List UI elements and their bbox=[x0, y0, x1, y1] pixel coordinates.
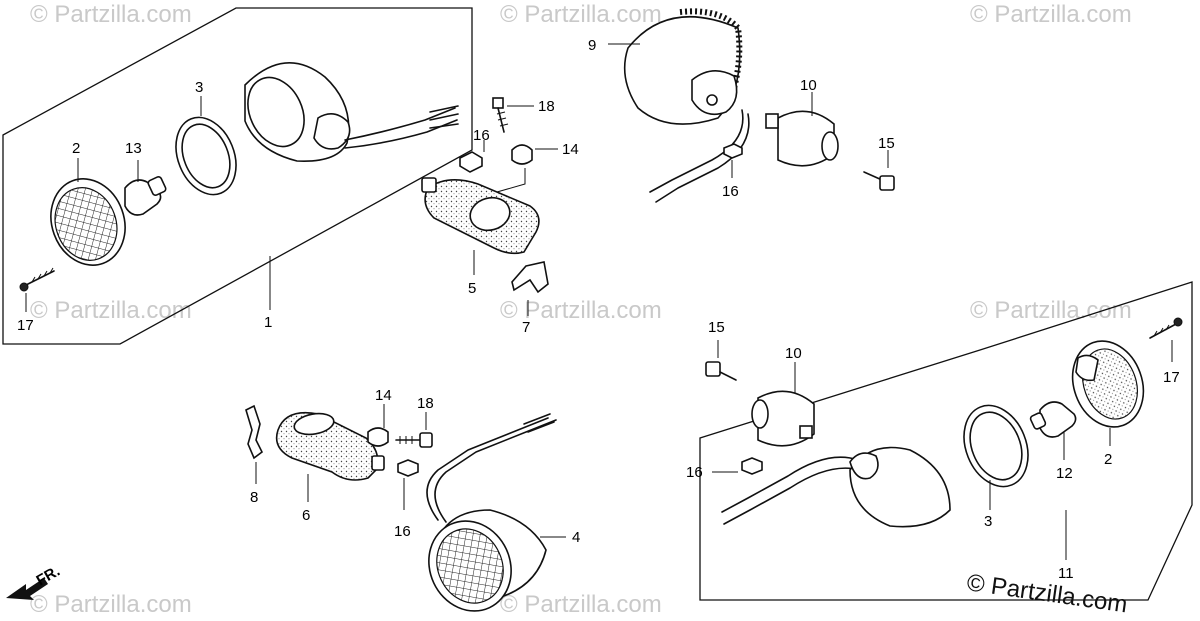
relay-part-10-bottom[interactable] bbox=[751, 390, 815, 447]
callout-15b: 15 bbox=[708, 319, 725, 336]
callout-10b: 10 bbox=[785, 345, 802, 362]
wire-harness-top-left bbox=[344, 105, 459, 149]
callout-16c: 16 bbox=[686, 464, 703, 481]
callout-13: 13 bbox=[125, 140, 142, 157]
callout-3: 3 bbox=[195, 79, 203, 96]
callout-16: 16 bbox=[473, 127, 490, 144]
leader-bracket-link bbox=[496, 168, 526, 193]
nut-part-16-top[interactable] bbox=[459, 151, 483, 173]
relay-part-10-top[interactable] bbox=[765, 110, 839, 167]
mount-bracket-part-6[interactable] bbox=[275, 411, 385, 481]
bulb-part-12[interactable] bbox=[1029, 401, 1077, 438]
callout-7: 7 bbox=[522, 319, 530, 336]
bolt-part-18-bottom[interactable] bbox=[395, 432, 433, 448]
watermark: © Partzilla.com bbox=[500, 1, 662, 28]
callout-16b: 16 bbox=[722, 183, 739, 200]
callout-4: 4 bbox=[572, 529, 580, 546]
callout-14b: 14 bbox=[375, 387, 392, 404]
callout-12: 12 bbox=[1056, 465, 1073, 482]
screw-part-17-right[interactable] bbox=[1149, 317, 1183, 339]
watermark: © Partzilla.com bbox=[970, 297, 1132, 324]
rear-housing-bottom-right[interactable] bbox=[849, 446, 951, 528]
grommet-part-14-top[interactable] bbox=[511, 144, 533, 165]
copyright-text: © Partzilla.com bbox=[965, 569, 1129, 618]
callout-6: 6 bbox=[302, 507, 310, 524]
callout-1: 1 bbox=[264, 314, 272, 331]
screw-part-17-left[interactable] bbox=[19, 267, 55, 292]
gasket-ring-part-3[interactable] bbox=[165, 108, 247, 203]
watermark: © Partzilla.com bbox=[30, 591, 192, 618]
callout-8: 8 bbox=[250, 489, 258, 506]
nut-part-16-bottom[interactable] bbox=[397, 459, 419, 477]
callout-17: 17 bbox=[17, 317, 34, 334]
housing-shell-top-left[interactable] bbox=[237, 62, 351, 162]
callout-2: 2 bbox=[72, 140, 80, 157]
rear-housing-part-9[interactable] bbox=[623, 8, 743, 125]
turn-signal-part-4[interactable] bbox=[414, 507, 547, 621]
mount-bracket-part-5[interactable] bbox=[421, 177, 540, 255]
callout-2b: 2 bbox=[1104, 451, 1112, 468]
bolt-part-15-bottom-right[interactable] bbox=[705, 361, 737, 381]
watermark: © Partzilla.com bbox=[30, 1, 192, 28]
watermark: © Partzilla.com bbox=[30, 297, 192, 324]
arrow-icon bbox=[6, 578, 48, 600]
assembly-frame-1 bbox=[2, 7, 473, 345]
callout-15: 15 bbox=[878, 135, 895, 152]
clip-part-7[interactable] bbox=[511, 261, 549, 294]
grommet-part-14-bottom[interactable] bbox=[367, 427, 389, 447]
clip-part-8[interactable] bbox=[245, 404, 264, 460]
callout-5: 5 bbox=[468, 280, 476, 297]
screw-part-16-top-right[interactable] bbox=[723, 143, 743, 159]
lens-part-2-bottom[interactable] bbox=[1061, 331, 1155, 437]
callout-14: 14 bbox=[562, 141, 579, 158]
callout-11: 11 bbox=[1058, 565, 1074, 582]
screw-part-16-bottom-right[interactable] bbox=[741, 457, 763, 475]
watermark: © Partzilla.com bbox=[970, 1, 1132, 28]
bulb-part-13[interactable] bbox=[124, 175, 167, 216]
watermark: © Partzilla.com bbox=[500, 297, 662, 324]
callout-17b: 17 bbox=[1163, 369, 1180, 386]
callout-10: 10 bbox=[800, 77, 817, 94]
lens-part-2[interactable] bbox=[39, 168, 137, 275]
callout-18b: 18 bbox=[417, 395, 434, 412]
watermark: © Partzilla.com bbox=[500, 591, 662, 618]
bolt-part-18-top[interactable] bbox=[492, 97, 509, 133]
wire-harness-bottom-center bbox=[426, 413, 557, 523]
callout-3b: 3 bbox=[984, 513, 992, 530]
callout-16d: 16 bbox=[394, 523, 411, 540]
assembly-frame-11 bbox=[699, 281, 1193, 601]
gasket-ring-part-3-bottom[interactable] bbox=[952, 396, 1039, 496]
leader-lines-top-left bbox=[25, 96, 271, 312]
bolt-part-15-top-right[interactable] bbox=[863, 171, 895, 191]
callout-18: 18 bbox=[538, 98, 555, 115]
callout-9: 9 bbox=[588, 37, 596, 54]
